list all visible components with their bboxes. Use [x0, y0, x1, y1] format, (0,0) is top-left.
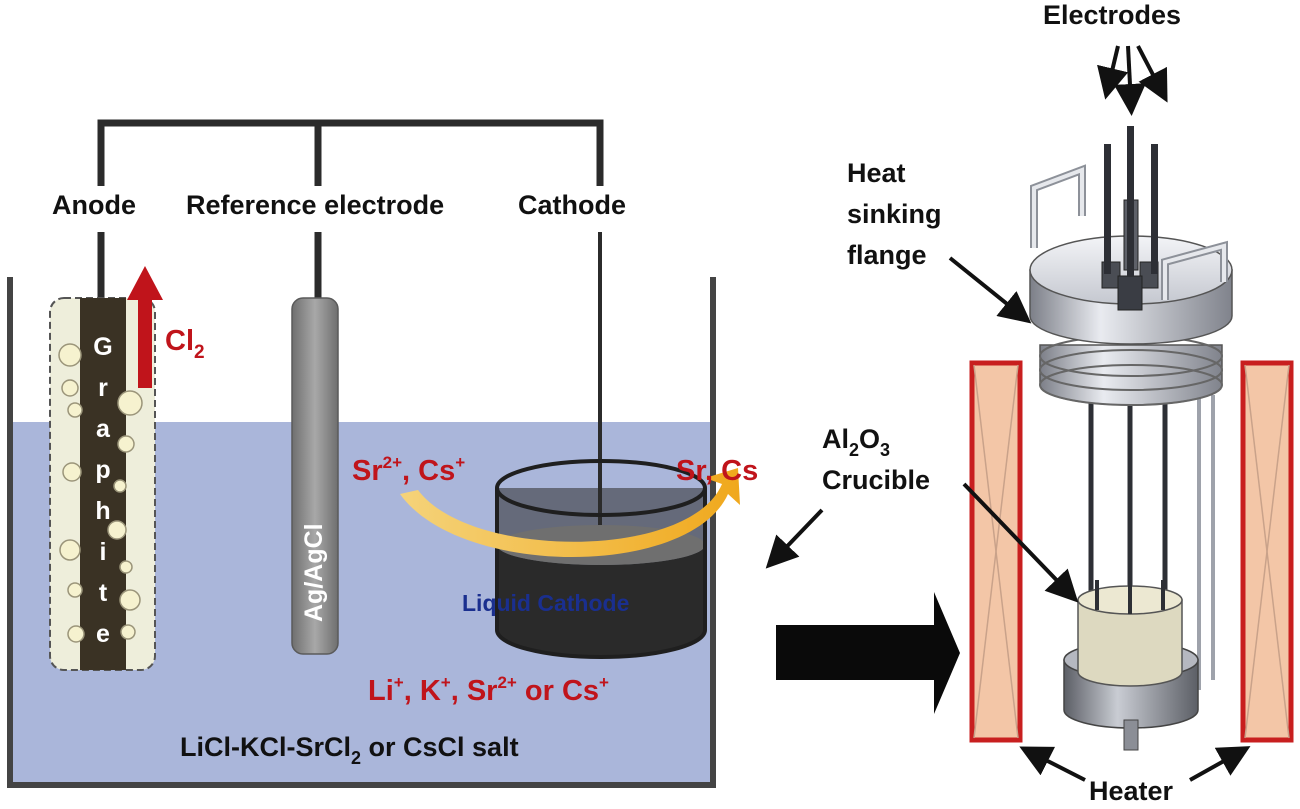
heat-sinking-flange-label: flange	[847, 240, 927, 270]
reference-electrode	[291, 297, 339, 655]
graphite-letter: G	[93, 333, 112, 361]
electrolyte-ions-label: Li+, K+, Sr2+ or Cs+	[368, 673, 609, 707]
flange-fittings	[1030, 126, 1228, 311]
cathode-label: Cathode	[518, 190, 626, 220]
heat-sinking-flange-label: sinking	[847, 199, 942, 229]
process-flow-arrow	[776, 592, 960, 714]
graphite-letter: i	[100, 538, 107, 566]
flange-pointer-arrow	[948, 256, 1032, 324]
chlorine-evolution-arrow	[127, 266, 163, 388]
reference-electrode-label: Reference electrode	[186, 190, 444, 220]
crucible-label: Al2O3	[822, 424, 890, 460]
cell-to-apparatus-pointer	[765, 508, 824, 569]
liquid-cathode-label: Liquid Cathode	[462, 590, 629, 616]
heater-label: Heater	[1089, 776, 1174, 806]
support-rods	[1197, 395, 1215, 690]
heater-pointer-arrow-left	[1019, 746, 1086, 782]
graphite-letter: a	[96, 415, 111, 443]
liquid-cathode-crucible	[495, 459, 707, 659]
electrodes-pointer-arrows	[1097, 45, 1168, 116]
electrode-rods	[1088, 395, 1168, 610]
heat-sinking-flange-label: Heat	[847, 158, 906, 188]
graphite-letter: e	[96, 620, 110, 648]
cell-vessel	[7, 277, 716, 788]
reduction-transfer-arrow	[400, 468, 740, 557]
crucible-label: Crucible	[822, 465, 930, 495]
heater-pointer-arrow-right	[1189, 746, 1251, 782]
reference-material-label: Ag/AgCl	[300, 523, 328, 622]
graphite-letter: r	[98, 374, 108, 402]
crucible-pointer-arrow	[962, 482, 1079, 603]
anode-label: Anode	[52, 190, 136, 220]
ions-in-label: Sr2+, Cs+	[352, 453, 465, 487]
metals-out-label: Sr, Cs	[676, 455, 758, 487]
heater-right	[1240, 360, 1294, 743]
graphite-letter: t	[99, 579, 108, 607]
chlorine-label: Cl2	[165, 325, 205, 363]
heater-left	[969, 360, 1023, 743]
electrodes-label: Electrodes	[1043, 0, 1181, 30]
salt-label: LiCl-KCl-SrCl2 or CsCl salt	[180, 732, 519, 768]
graphite-anode: G r a p h i t e	[49, 297, 156, 671]
graphite-letter: p	[95, 456, 110, 484]
graphite-letter: h	[95, 497, 110, 525]
electrode-rods-in-crucible	[1095, 580, 1165, 614]
